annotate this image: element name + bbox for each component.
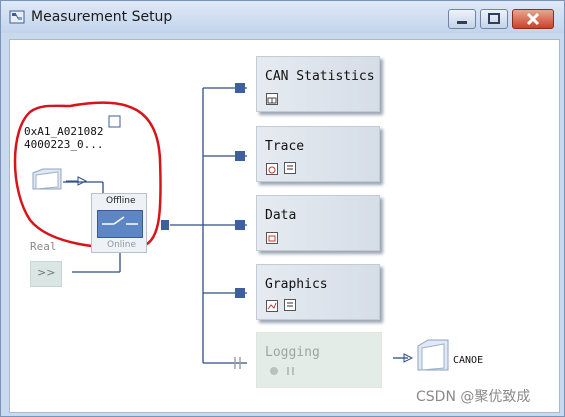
data-window-icon[interactable] bbox=[266, 232, 278, 244]
can-statistics-block[interactable]: CAN Statistics bbox=[256, 56, 380, 112]
measurement-setup-icon bbox=[9, 10, 25, 24]
minimize-icon bbox=[457, 21, 467, 24]
logging-label: Logging bbox=[265, 345, 320, 360]
trace-config-icon[interactable] bbox=[284, 162, 296, 174]
close-icon bbox=[526, 12, 540, 26]
window-title: Measurement Setup bbox=[31, 9, 173, 25]
can-statistics-label: CAN Statistics bbox=[265, 69, 375, 84]
source-window-icon[interactable] bbox=[108, 115, 122, 129]
real-button-glyph: >> bbox=[37, 266, 56, 279]
maximize-icon bbox=[488, 13, 500, 24]
logging-block[interactable]: Logging bbox=[256, 332, 382, 388]
maximize-button[interactable] bbox=[480, 9, 508, 29]
graphics-window-icon[interactable] bbox=[266, 300, 278, 312]
real-button[interactable]: >> bbox=[30, 261, 62, 287]
source-id-line2: 4000223_0... bbox=[24, 138, 104, 151]
logging-target-folder-icon[interactable] bbox=[394, 336, 454, 376]
graphics-block[interactable]: Graphics bbox=[256, 264, 380, 320]
trace-block[interactable]: Trace bbox=[256, 126, 380, 182]
switch-icon bbox=[102, 216, 138, 225]
offline-online-switch[interactable]: Offline Online bbox=[91, 193, 147, 253]
watermark: CSDN @聚优致成 bbox=[416, 389, 531, 405]
graphics-config-icon[interactable] bbox=[284, 299, 296, 311]
statistics-window-icon[interactable] bbox=[266, 93, 278, 105]
source-block[interactable]: 0xA1_A021082 4000223_0... bbox=[24, 125, 103, 151]
real-label: Real bbox=[30, 240, 57, 253]
trace-window-icon[interactable] bbox=[266, 163, 278, 175]
source-id-line1: 0xA1_A021082 bbox=[24, 125, 104, 138]
offline-label: Offline bbox=[106, 196, 136, 206]
trace-label: Trace bbox=[265, 139, 305, 154]
graphics-label: Graphics bbox=[265, 277, 328, 292]
record-pause-icon[interactable] bbox=[269, 365, 299, 377]
title-bar[interactable]: Measurement Setup bbox=[1, 1, 564, 33]
switch-toggle[interactable] bbox=[97, 210, 143, 238]
minimize-button[interactable] bbox=[448, 9, 476, 29]
source-folder-icon[interactable] bbox=[30, 163, 110, 193]
data-block[interactable]: Data bbox=[256, 195, 380, 251]
data-label: Data bbox=[265, 208, 297, 223]
setup-canvas: 0xA1_A021082 4000223_0... Offline Online bbox=[9, 39, 560, 413]
close-button[interactable] bbox=[512, 9, 554, 29]
online-label: Online bbox=[107, 240, 137, 250]
logging-target-label: CANOE bbox=[453, 355, 484, 366]
